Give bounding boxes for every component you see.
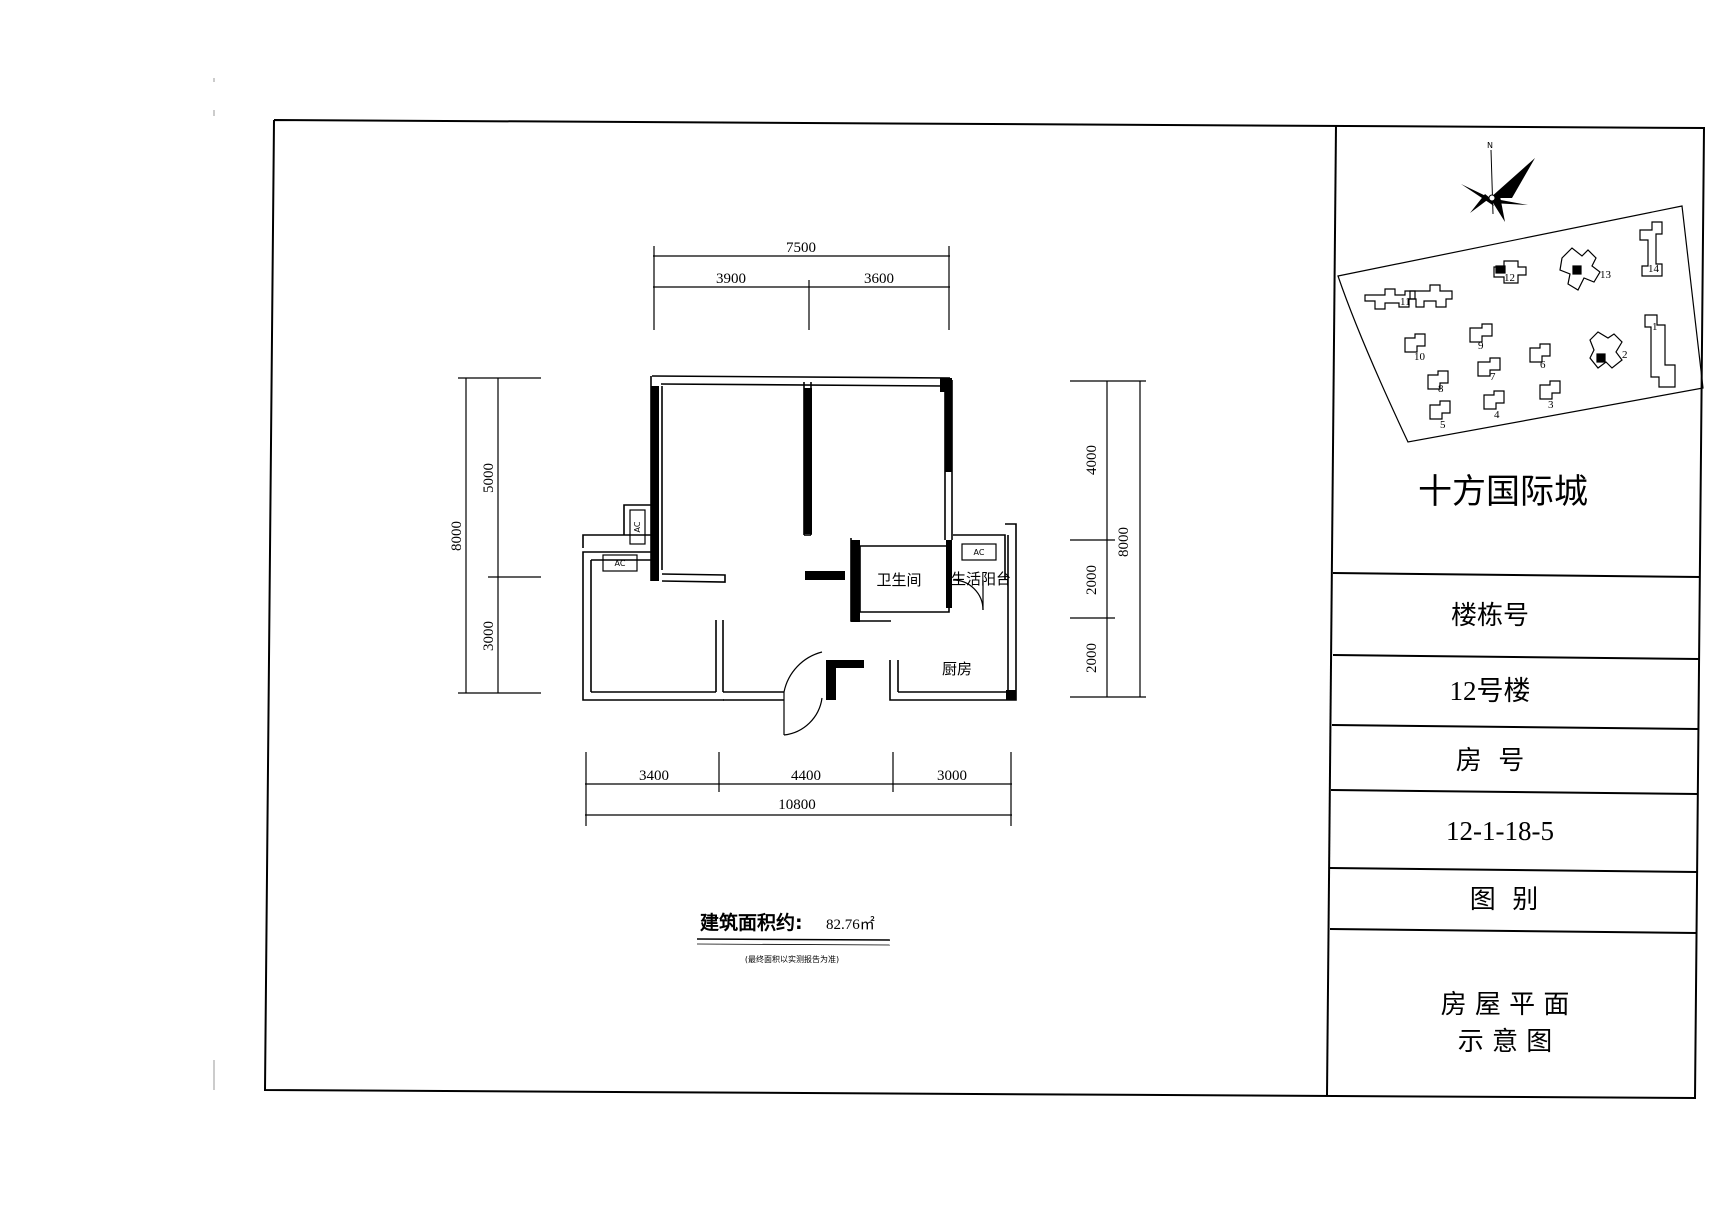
building-number: 14 bbox=[1648, 263, 1660, 275]
dim-bottom-left: 3400 bbox=[639, 768, 669, 784]
dim-bottom-mid: 4400 bbox=[791, 768, 821, 784]
building-number: 3 bbox=[1548, 399, 1554, 411]
door-swings bbox=[783, 579, 984, 736]
building-number: 6 bbox=[1540, 359, 1546, 371]
building-number: 7 bbox=[1490, 371, 1496, 383]
dim-top-total: 7500 bbox=[786, 240, 816, 256]
building-value: 12号楼 bbox=[1450, 676, 1531, 706]
dim-right-lower: 2000 bbox=[1084, 643, 1100, 673]
building-number: 4 bbox=[1494, 409, 1500, 421]
building-number: 12 bbox=[1504, 272, 1515, 284]
top-dimensions bbox=[653, 246, 950, 330]
area-note: (最终面积以实测报告为准) bbox=[745, 954, 839, 964]
building-number: 9 bbox=[1478, 340, 1484, 352]
solid-walls bbox=[651, 378, 1016, 700]
building-label: 楼栋号 bbox=[1451, 601, 1529, 631]
site-map bbox=[1337, 205, 1704, 443]
dim-right-upper: 4000 bbox=[1084, 445, 1100, 475]
sheet-frame bbox=[263, 119, 1706, 1100]
ac-label: AC bbox=[615, 559, 626, 568]
building-number: 1 bbox=[1652, 321, 1658, 333]
building-number: 10 bbox=[1414, 351, 1426, 363]
dim-left-lower: 3000 bbox=[481, 621, 497, 651]
room-label-balcony: 生活阳台 bbox=[951, 570, 1011, 588]
dim-left-total: 8000 bbox=[449, 521, 465, 551]
right-dimensions bbox=[1070, 380, 1146, 698]
room-label-kitchen: 厨房 bbox=[942, 660, 972, 678]
dim-bottom-right: 3000 bbox=[937, 768, 967, 784]
building-number: 2 bbox=[1622, 349, 1628, 361]
ac-unit-left: AC bbox=[602, 554, 638, 572]
ac-unit-vertical: AC bbox=[629, 509, 646, 545]
site-buildings bbox=[1364, 221, 1676, 420]
room-number-label: 房 号 bbox=[1456, 746, 1525, 776]
project-name: 十方国际城 bbox=[1418, 472, 1588, 512]
building-number: 5 bbox=[1440, 419, 1446, 431]
ac-label: AC bbox=[633, 521, 642, 532]
compass-north-label: N bbox=[1487, 141, 1493, 150]
building-number: 13 bbox=[1600, 269, 1612, 281]
dim-bottom-total: 10800 bbox=[778, 797, 816, 813]
compass-icon: N bbox=[1461, 141, 1535, 222]
ac-unit-right: AC bbox=[961, 543, 997, 561]
bottom-dimensions bbox=[585, 752, 1012, 826]
drawing-type-label: 图 别 bbox=[1470, 885, 1539, 915]
area-value: 82.76㎡ bbox=[826, 916, 875, 933]
area-underline bbox=[696, 938, 891, 941]
building-number: 8 bbox=[1438, 383, 1444, 395]
ac-label: AC bbox=[974, 548, 985, 557]
dim-top-right: 3600 bbox=[864, 271, 894, 287]
area-label: 建筑面积约: bbox=[700, 911, 803, 934]
room-label-bathroom: 卫生间 bbox=[876, 571, 921, 589]
room-number-value: 12-1-18-5 bbox=[1446, 816, 1554, 846]
dim-right-mid: 2000 bbox=[1084, 565, 1100, 595]
dim-right-total: 8000 bbox=[1116, 527, 1132, 557]
left-dimensions bbox=[458, 377, 541, 694]
dim-left-upper: 5000 bbox=[481, 463, 497, 493]
building-number: 11 bbox=[1400, 296, 1411, 308]
site-building-numbers: 11 12 13 14 10 9 8 7 6 2 5 4 3 1 bbox=[1400, 263, 1660, 431]
drawing-type-value-1: 房 屋 平 面 bbox=[1441, 990, 1570, 1020]
drawing-type-value-2: 示 意 图 bbox=[1458, 1027, 1553, 1057]
area-underline-2 bbox=[696, 943, 891, 946]
dim-top-left: 3900 bbox=[716, 271, 746, 287]
